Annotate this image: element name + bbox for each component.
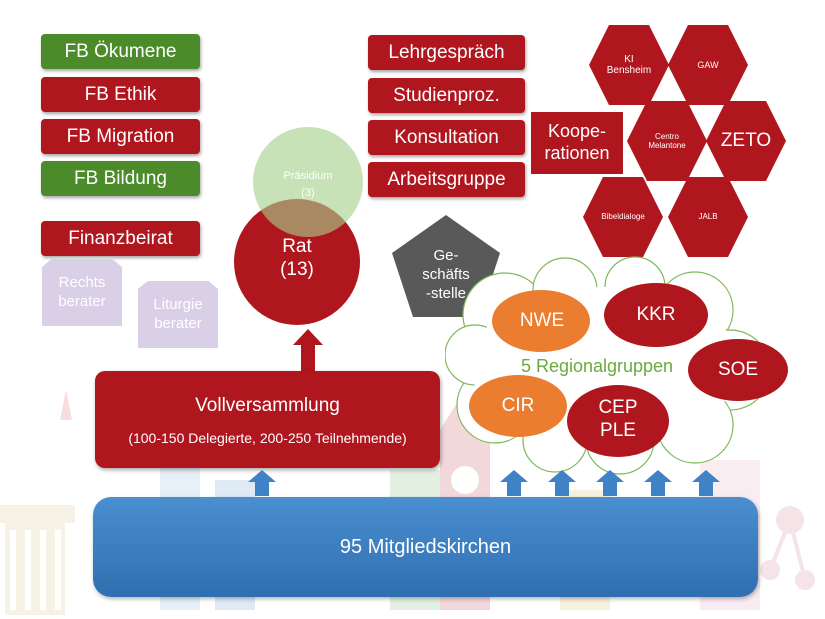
format-konsultation-box: Konsultation <box>368 120 525 155</box>
regional-kkr-ellipse <box>604 283 708 347</box>
hexagon-bibeldialoge-label: Bibeldialoge <box>601 212 645 222</box>
geschaeftsstelle-line-2: schäfts <box>422 265 470 283</box>
ple-line: PLE <box>600 420 636 441</box>
kooperationen-line-2: rationen <box>544 143 610 163</box>
arrow-up-icon-1 <box>248 470 276 496</box>
hexagon-centro-melantone <box>627 101 707 181</box>
mitgliedskirchen-box: 95 Mitgliedskirchen <box>93 497 758 597</box>
geschaeftsstelle-line-1: Ge- <box>433 247 459 264</box>
kooperationen-hexagons <box>583 25 786 257</box>
hexagon-bibeldialoge <box>583 177 663 257</box>
regional-cep-ple-ellipse <box>567 385 669 457</box>
kooperationen-line-1: Koope- <box>547 121 607 142</box>
hexagon-gaw <box>668 25 748 105</box>
vollversammlung-subtitle: (100-150 Delegierte, 200-250 Teilnehmend… <box>128 430 407 446</box>
praesidium-label: Präsidium (3) <box>258 168 358 202</box>
geschaeftsstelle-line-3: -stelle <box>425 284 466 302</box>
hexagon-zeto-label: ZETO <box>720 130 772 152</box>
rat-label: Rat (13) <box>247 236 347 282</box>
regional-nwe-label: NWE <box>519 309 565 331</box>
regionalgruppen-label: 5 Regionalgruppen <box>520 356 674 376</box>
liturgieberater-line-2: berater <box>154 314 202 332</box>
hexagon-jalb <box>668 177 748 257</box>
praesidium-circle <box>253 127 363 237</box>
rat-title: Rat <box>282 236 312 257</box>
arrow-up-icon-4 <box>596 470 624 496</box>
member-arrows <box>248 470 720 496</box>
centro-line-2: Melantone <box>648 141 686 150</box>
format-lehrgespraech-box: Lehrgespräch <box>368 35 525 70</box>
regionalgruppen-cloud <box>445 256 788 475</box>
hexagon-jalb-label: JALB <box>698 212 718 222</box>
regional-nwe-ellipse <box>492 290 590 352</box>
format-arbeitsgruppe-box: Arbeitsgruppe <box>368 162 525 197</box>
cep-line: CEP <box>598 397 638 419</box>
fb-bildung-box: FB Bildung <box>41 161 200 196</box>
hexagon-ki-bensheim <box>589 25 669 105</box>
rat-praesidium-graphic <box>234 127 363 325</box>
regional-kkr-label: KKR <box>636 303 676 325</box>
rechtsberater-line-1: Rechts <box>58 273 106 291</box>
liturgieberater-line-1: Liturgie <box>153 295 203 313</box>
fb-migration-box: FB Migration <box>41 119 200 154</box>
vollversammlung-title: Vollversammlung <box>195 395 340 416</box>
hexagon-zeto <box>706 101 786 181</box>
arrow-up-icon-5 <box>644 470 672 496</box>
centro-line-1: Centro <box>654 131 679 141</box>
regional-cir-label: CIR <box>501 394 535 416</box>
geschaeftsstelle-label: Ge- schäfts -stelle <box>404 247 488 303</box>
ki-line-2: Bensheim <box>606 65 652 76</box>
arrow-up-to-rat-icon <box>293 329 323 371</box>
vollversammlung-box: Vollversammlung (100-150 Delegierte, 200… <box>95 371 440 468</box>
regional-soe-label: SOE <box>717 358 759 380</box>
praesidium-count: (3) <box>301 187 315 200</box>
finanzbeirat-box: Finanzbeirat <box>41 221 200 256</box>
format-studienprozess-box: Studienproz. <box>368 78 525 113</box>
kooperationen-box: Koope-rationen <box>531 112 623 174</box>
praesidium-title: Präsidium <box>283 170 333 182</box>
regional-cir-ellipse <box>469 375 567 437</box>
regional-soe-ellipse <box>688 339 788 401</box>
fb-ethik-box: FB Ethik <box>41 77 200 112</box>
arrow-up-icon-2 <box>500 470 528 496</box>
hexagon-gaw-label: GAW <box>697 59 719 70</box>
rat-count: (13) <box>280 258 314 280</box>
ki-line-1: KI <box>624 53 634 65</box>
rechtsberater-line-2: berater <box>58 292 106 310</box>
arrow-up-icon-6 <box>692 470 720 496</box>
arrow-up-icon-3 <box>548 470 576 496</box>
fb-oekumene-box: FB Ökumene <box>41 34 200 69</box>
